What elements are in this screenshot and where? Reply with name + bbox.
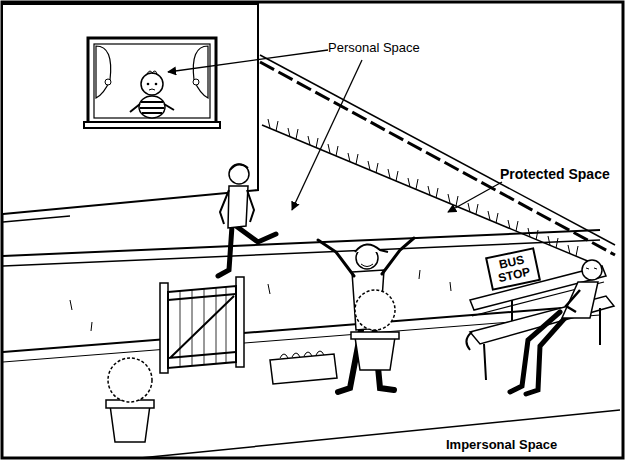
wall-coping [260,62,615,255]
boy-hair [230,164,248,170]
right-curtain [193,46,208,98]
shrub [355,290,395,330]
baby-stripes [140,102,164,113]
curtain-tie [105,79,111,85]
boy-kick-leg [236,226,276,242]
house-wall [3,4,258,214]
bench-legs [466,308,600,380]
man-head [582,260,602,280]
window-frame [88,38,216,124]
man-arm [566,290,580,312]
boy-leg [218,226,232,276]
baby-head [141,73,163,95]
boy-arms [220,190,254,224]
house-ledge [3,216,70,222]
baby-hair [147,71,157,75]
baby-mouth [149,89,155,90]
man-eyes [586,268,597,269]
boy-mouth [361,264,373,267]
wall-texture [70,270,451,331]
planter-box [270,354,337,384]
boy-shirt [228,186,248,228]
boy-arms [318,238,414,276]
man-torso [562,282,598,318]
leader-arrow [168,50,328,72]
baby-eye [155,83,158,86]
window-sill [84,122,220,128]
plant-pot [355,337,395,370]
gate-post [236,277,244,367]
man-legs [510,310,572,394]
wall-top [260,55,615,245]
window-pane [94,44,210,118]
shrub [108,358,152,402]
baby-arms [130,104,174,112]
leader-arrow [292,60,362,210]
gate-brace [168,294,236,358]
pot-rim [351,332,399,339]
boy-cap [355,244,388,252]
area-label: Impersonal Space [446,437,557,452]
plant-pot [110,405,150,442]
grass [268,119,578,256]
curb [140,410,620,458]
curtain-tie [193,79,199,85]
baby-body [139,96,165,118]
leader-arrow [448,182,502,212]
area-label: Personal Space [328,40,420,55]
flowers [280,351,324,358]
gate-post [160,283,168,373]
wall-base [262,125,590,262]
boy-head [229,164,249,184]
area-label: Protected Space [500,166,610,182]
gate-door [168,286,236,368]
sign-text: BUS STOP [489,252,537,287]
left-curtain [96,46,111,98]
baby-eye [147,83,150,86]
